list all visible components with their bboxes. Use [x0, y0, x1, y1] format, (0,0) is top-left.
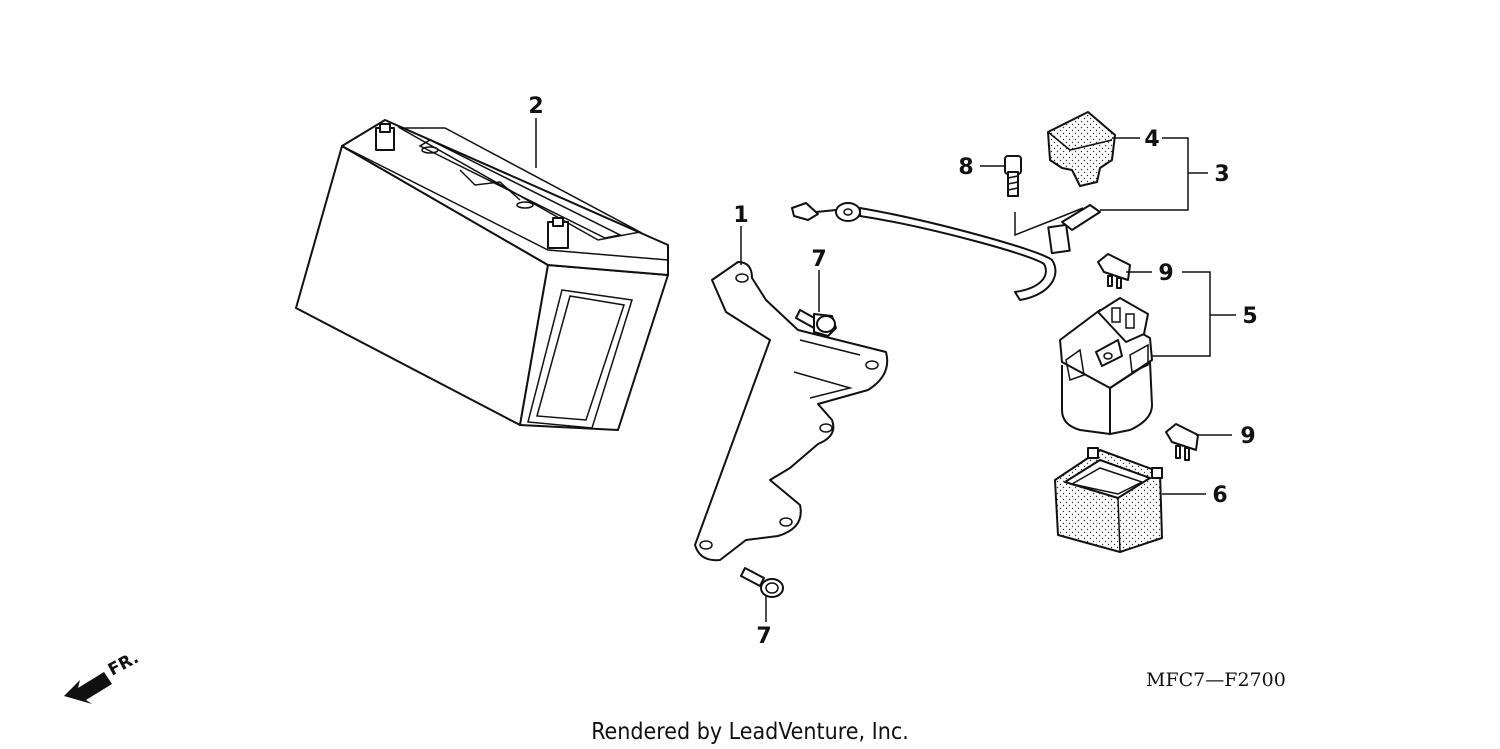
front-direction-arrow: FR.: [64, 648, 142, 704]
starter-relay: [1059, 297, 1153, 435]
callout-8: 8: [958, 155, 973, 180]
fuse-lower: [1165, 423, 1199, 461]
callout-6: 6: [1212, 483, 1227, 508]
callout-2: 2: [528, 94, 543, 119]
battery-bracket: [694, 261, 889, 562]
bolt-upper: [795, 309, 837, 337]
terminal-cap: [1047, 111, 1116, 187]
callout-1: 1: [733, 203, 748, 228]
bolt-lower: [740, 567, 784, 598]
callout-5: 5: [1242, 304, 1257, 329]
fuse-upper: [1097, 253, 1131, 289]
callout-7-lower: 7: [756, 624, 771, 649]
arrow-icon: [64, 672, 112, 704]
callout-4: 4: [1144, 127, 1159, 152]
leader-lines: [535, 118, 1236, 622]
terminal-bolt: [1004, 155, 1022, 197]
callout-3: 3: [1214, 162, 1229, 187]
callout-9-lower: 9: [1240, 424, 1255, 449]
relay-cover: [1054, 447, 1163, 553]
diagram-code: MFC7—F2700: [1146, 669, 1286, 691]
callout-7-upper: 7: [811, 247, 826, 272]
direction-label: FR.: [105, 648, 142, 680]
credit-text: Rendered by LeadVenture, Inc.: [591, 719, 909, 745]
starter-cable: [791, 202, 1101, 301]
callout-9-upper: 9: [1158, 261, 1173, 286]
battery: [295, 119, 669, 431]
